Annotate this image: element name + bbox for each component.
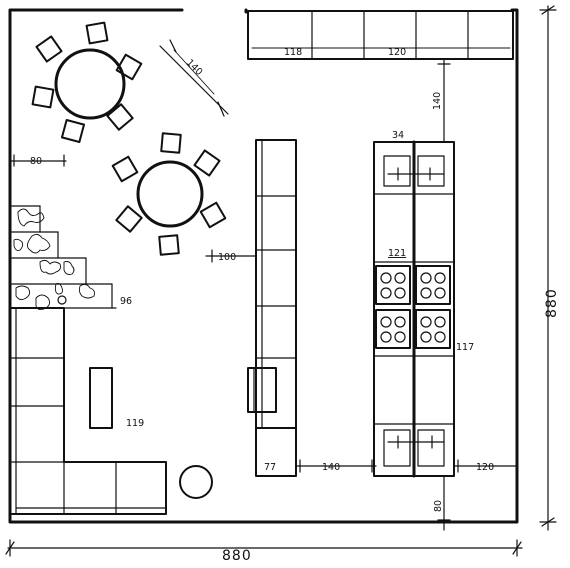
dim-diagonal-clearance: 140 — [184, 57, 205, 78]
dim-bottom-clearance-line — [437, 475, 451, 531]
dim-top-gap: 140 — [432, 92, 443, 110]
overall-depth: 880 — [544, 288, 560, 318]
dim-bottom-counter: 77 — [264, 462, 276, 473]
center-cabinet-column — [247, 139, 297, 477]
dim-bottom-gap: 140 — [322, 462, 340, 473]
dim-top-counter-b: 120 — [388, 47, 406, 58]
dim-table-clearance: 80 — [30, 156, 42, 167]
stove-burners — [375, 265, 451, 349]
dim-stove-label: 121 — [388, 248, 406, 259]
dim-top-counter-a: 118 — [284, 47, 302, 58]
dim-island: 119 — [126, 418, 144, 429]
dim-right-gap-line — [453, 459, 518, 473]
dim-stair-width: 96 — [120, 296, 132, 307]
l-shaped-bench — [11, 307, 167, 515]
dim-top-gap-line — [437, 59, 451, 143]
dim-stove-right: 117 — [456, 342, 474, 353]
cooking-island — [373, 140, 455, 478]
dim-diagonal-line — [159, 39, 229, 117]
dim-bottom-clearance: 80 — [433, 500, 444, 512]
dim-right-gap: 120 — [476, 462, 494, 473]
plant-steps — [11, 205, 117, 311]
overall-depth-line — [539, 5, 557, 531]
island-table — [89, 367, 113, 429]
room-walls — [8, 8, 519, 524]
dining-table-top — [31, 21, 143, 144]
top-counter — [247, 10, 514, 60]
dim-shelf-clearance-line — [205, 249, 257, 263]
dining-table-middle — [111, 132, 227, 256]
dim-table-clearance-line — [9, 154, 67, 167]
dim-shelf-clearance: 100 — [218, 252, 236, 263]
dim-bottom-gap-line — [295, 459, 377, 473]
overall-width-line — [5, 539, 523, 557]
round-pillar — [179, 465, 213, 499]
dim-hood-top: 34 — [392, 130, 404, 141]
overall-width: 880 — [222, 548, 252, 564]
